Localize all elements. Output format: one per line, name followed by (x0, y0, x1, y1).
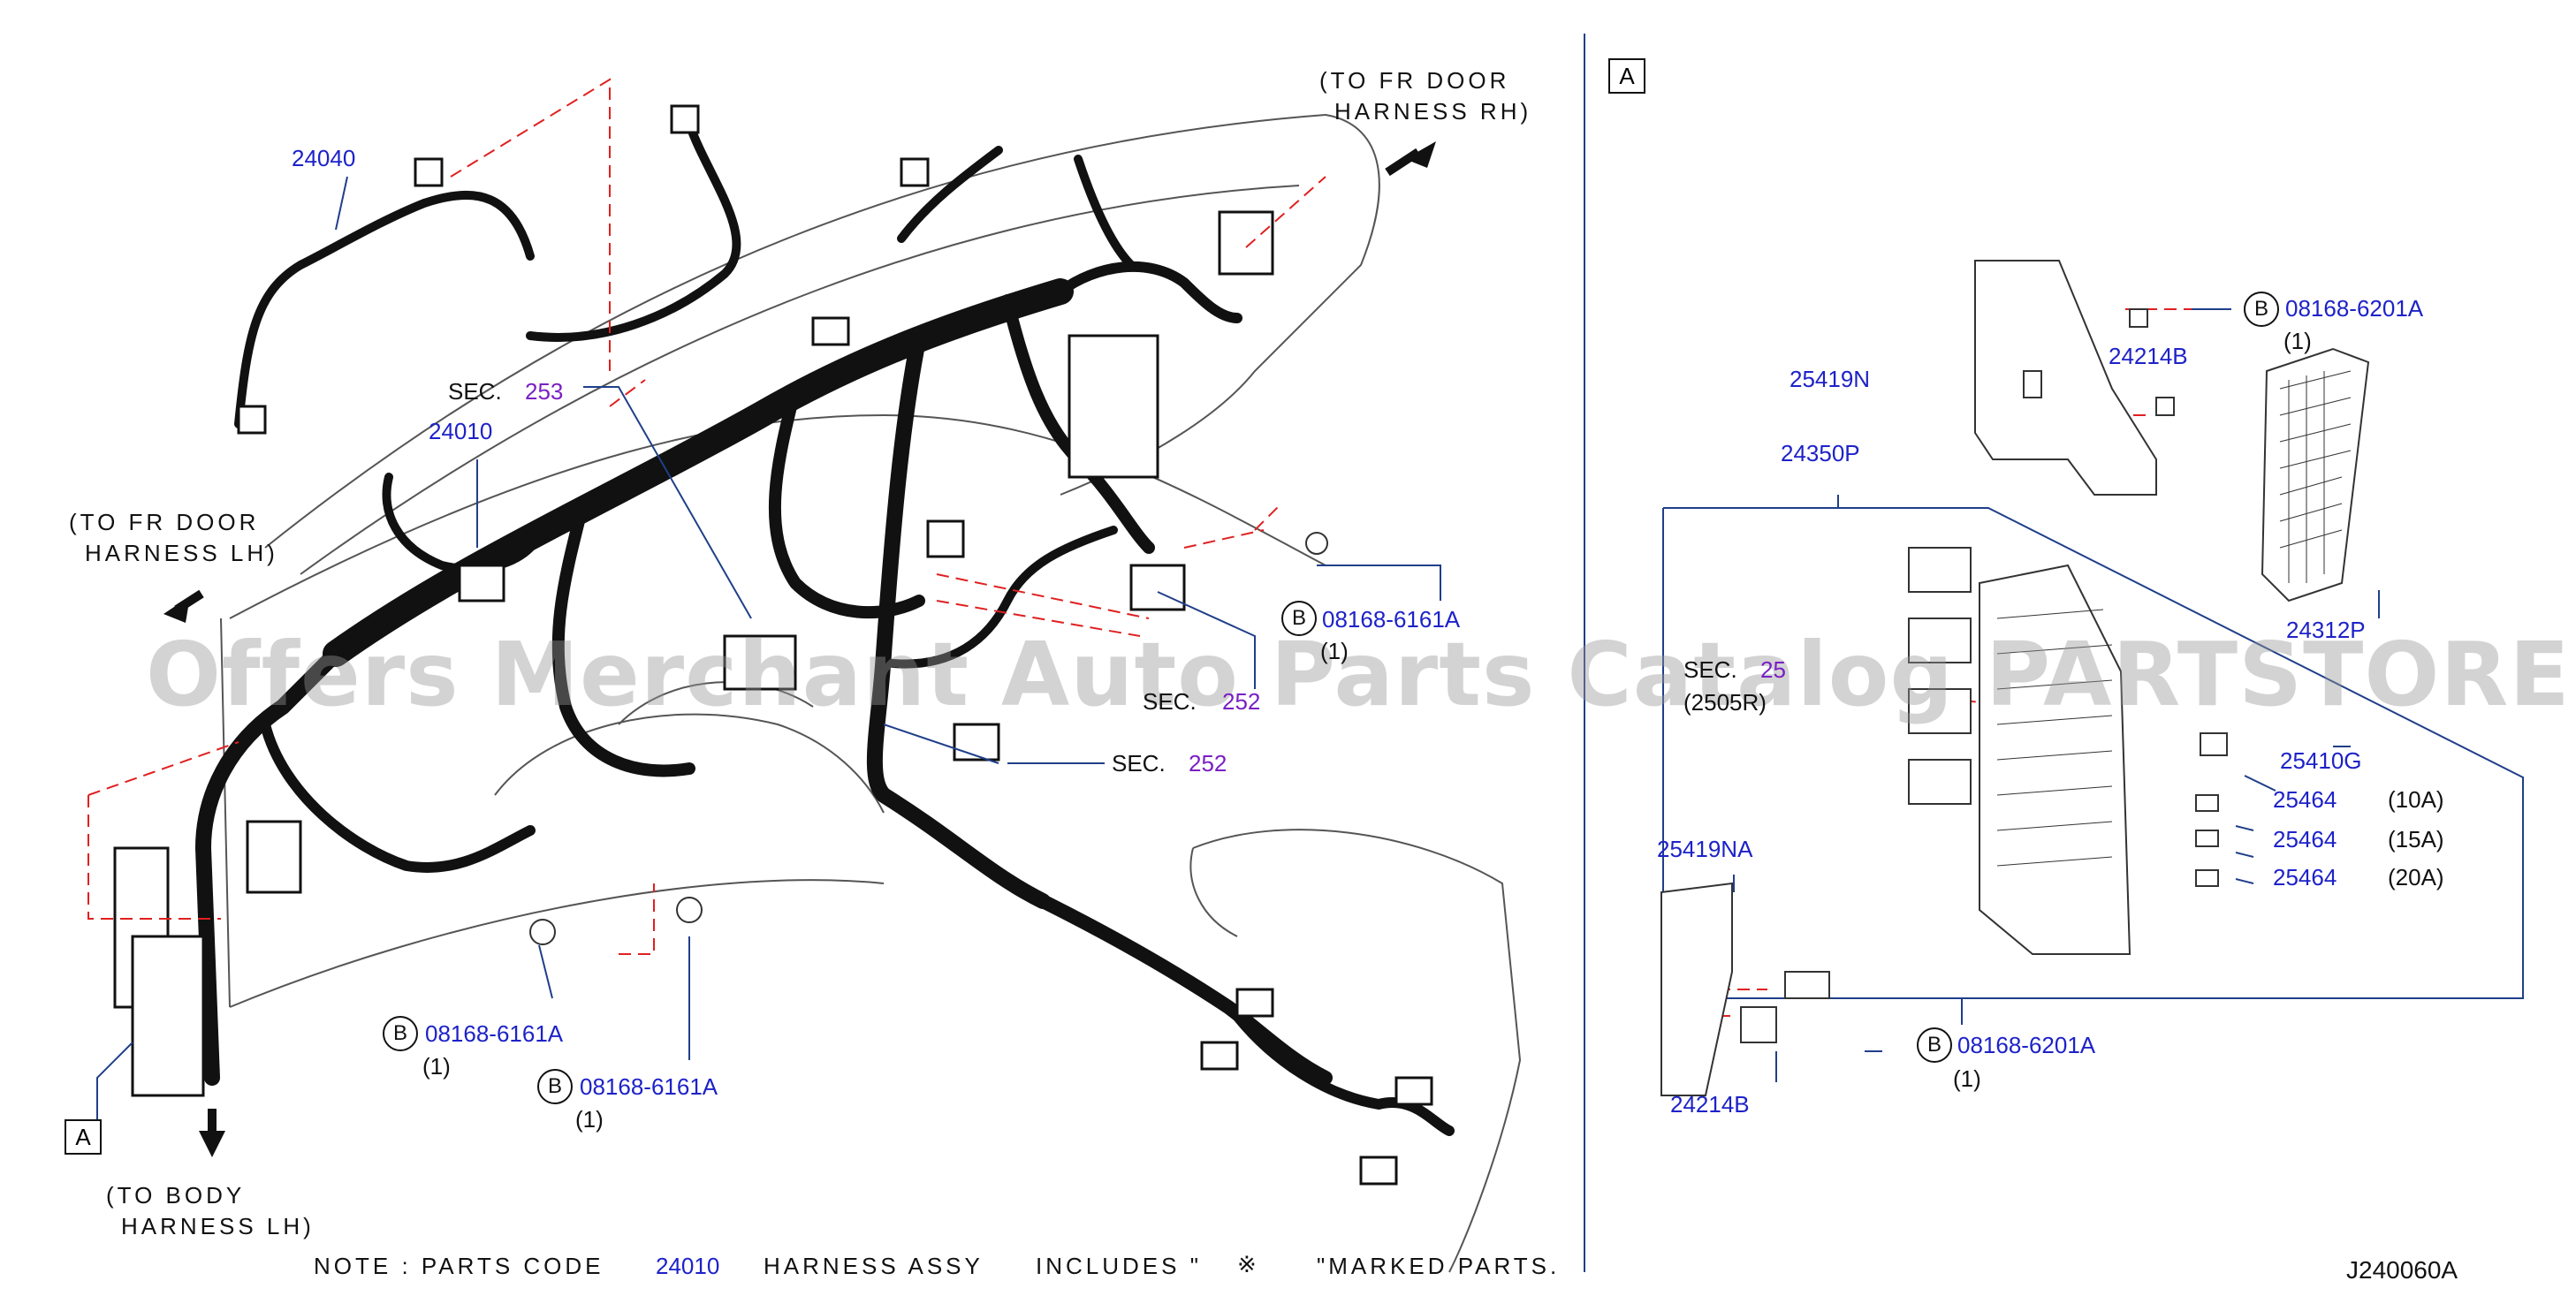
direction-fr-door-lh-line2: HARNESS LH) (85, 540, 278, 566)
fuse-rating-15a: (15A) (2388, 826, 2444, 853)
sec-25-number[interactable]: 25 (1760, 656, 1786, 683)
bolt-part-number[interactable]: 08168-6161A (425, 1020, 564, 1047)
note-suffix: "MARKED PARTS. (1317, 1253, 1561, 1279)
bolt-quantity: (1) (422, 1053, 451, 1080)
part-24214B-bottom[interactable]: 24214B (1670, 1091, 1750, 1118)
note-symbol: ※ (1237, 1251, 1257, 1277)
note-includes: INCLUDES " (1036, 1253, 1202, 1279)
view-marker-a-panel: A (1608, 58, 1645, 94)
bolt-part-number[interactable]: 08168-6201A (2285, 295, 2424, 322)
sec-25-label: SEC. (1683, 656, 1737, 683)
fuse-rating-20a: (20A) (2388, 864, 2444, 890)
bolt-callout-marker: B (2244, 292, 2279, 327)
part-24350P[interactable]: 24350P (1781, 440, 1860, 466)
part-24312P[interactable]: 24312P (2286, 617, 2366, 643)
part-25464-10a[interactable]: 25464 (2273, 786, 2337, 813)
fuse-rating-10a: (10A) (2388, 786, 2444, 813)
sec-252-upper-label: SEC. (1143, 688, 1197, 715)
note-harness-assy: HARNESS ASSY (764, 1253, 984, 1279)
bolt-quantity: (1) (1953, 1065, 1981, 1092)
bolt-callout-marker: B (537, 1069, 573, 1104)
direction-fr-door-rh-line1: (TO FR DOOR (1319, 67, 1510, 94)
note-prefix: NOTE : PARTS CODE (314, 1253, 604, 1279)
sec-252-upper-number[interactable]: 252 (1222, 688, 1261, 715)
part-25419NA[interactable]: 25419NA (1657, 836, 1753, 862)
bolt-quantity: (1) (575, 1106, 604, 1133)
watermark-text: Offers Merchant Auto Parts Catalog PARTS… (146, 623, 2576, 726)
bolt-part-number[interactable]: 08168-6161A (580, 1073, 718, 1100)
part-25410G[interactable]: 25410G (2280, 747, 2362, 774)
sec-252-lower-number[interactable]: 252 (1189, 750, 1227, 777)
part-24010[interactable]: 24010 (429, 418, 493, 444)
part-24214B-top[interactable]: 24214B (2109, 343, 2188, 369)
bolt-callout-marker: B (1917, 1027, 1952, 1063)
bolt-quantity: (1) (1320, 638, 1349, 664)
bolt-part-number[interactable]: 08168-6161A (1322, 606, 1461, 633)
direction-fr-door-lh-line1: (TO FR DOOR (69, 509, 260, 535)
part-25464-20a[interactable]: 25464 (2273, 864, 2337, 890)
bolt-part-number[interactable]: 08168-6201A (1957, 1032, 2096, 1058)
bolt-quantity: (1) (2283, 328, 2312, 354)
note-parts-code[interactable]: 24010 (656, 1253, 720, 1279)
direction-fr-door-rh-line2: HARNESS RH) (1334, 98, 1532, 125)
part-25419N[interactable]: 25419N (1790, 366, 1871, 392)
part-24040[interactable]: 24040 (292, 145, 356, 171)
sec-252-lower-label: SEC. (1112, 750, 1166, 777)
sec-25-suffix: (2505R) (1683, 689, 1767, 716)
direction-body-line1: (TO BODY (106, 1182, 246, 1209)
bolt-callout-marker: B (1281, 601, 1317, 636)
sec-253-label: SEC. (448, 378, 502, 405)
direction-body-line2: HARNESS LH) (121, 1213, 315, 1239)
bolt-callout-marker: B (383, 1016, 418, 1051)
diagram-code: J240060A (2346, 1256, 2458, 1284)
sec-253-number[interactable]: 253 (525, 378, 564, 405)
part-25464-15a[interactable]: 25464 (2273, 826, 2337, 853)
view-marker-a-diagram: A (65, 1119, 102, 1155)
